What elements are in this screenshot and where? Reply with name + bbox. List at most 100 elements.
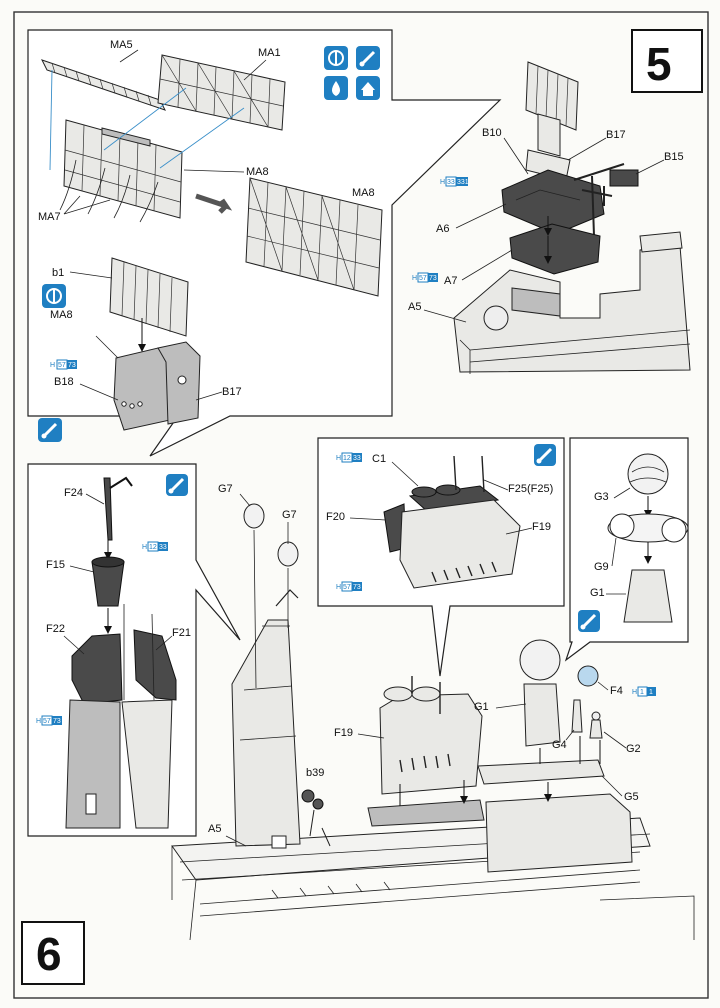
- step-5-main: B10 B17 B15 A6 A7 A5 H 33 331 H 57 73: [408, 61, 691, 374]
- glue-icon-f24: [166, 474, 188, 496]
- label-ma7: MA7: [38, 211, 61, 223]
- label-g7-b: G7: [282, 509, 297, 521]
- g7-b-part: [277, 541, 299, 567]
- page-border: [13, 11, 709, 999]
- label-a6: A6: [436, 223, 449, 235]
- superstructure-a5: [453, 231, 691, 374]
- svg-text:H: H: [50, 362, 55, 369]
- ma1-part: [157, 54, 286, 131]
- svg-text:57: 57: [58, 362, 66, 369]
- deckhouse-part: [485, 793, 633, 873]
- label-g5: G5: [624, 791, 639, 803]
- g9-part: [607, 513, 689, 543]
- label-b1: b1: [52, 267, 64, 279]
- svg-text:73: 73: [68, 362, 76, 369]
- label-ma8-a: MA8: [246, 166, 269, 178]
- f19-inset-part: [399, 499, 521, 589]
- svg-text:33: 33: [447, 179, 455, 186]
- label-g9: G9: [594, 561, 609, 573]
- label-g3: G3: [594, 491, 609, 503]
- label-b17-main: B17: [606, 129, 626, 141]
- g3-part: [627, 453, 669, 495]
- svg-text:331: 331: [457, 179, 469, 186]
- glue-icon: [356, 46, 380, 70]
- f22-part: [71, 633, 123, 705]
- paint-code-f15: H 12 33: [142, 541, 168, 552]
- svg-text:H: H: [36, 718, 41, 725]
- svg-text:H: H: [440, 179, 445, 186]
- mast-base-part: [65, 699, 173, 829]
- svg-text:73: 73: [53, 718, 61, 725]
- label-f21: F21: [172, 627, 191, 639]
- label-a7: A7: [444, 275, 457, 287]
- label-f19-main: F19: [334, 727, 353, 739]
- f15-part: [91, 556, 125, 607]
- label-b10: B10: [482, 127, 502, 139]
- svg-text:73: 73: [353, 584, 361, 591]
- glue-icon-g1: [578, 610, 600, 632]
- g1-inset-part: [623, 569, 673, 623]
- step-6-radome-inset: G3 G9 G1: [564, 437, 689, 662]
- g1-assembly: [519, 639, 561, 747]
- svg-text:1: 1: [649, 689, 653, 696]
- label-f19-inset: F19: [532, 521, 551, 533]
- label-g1-inset: G1: [590, 587, 605, 599]
- step-5-number: 5: [646, 38, 672, 90]
- c1-part: [408, 455, 500, 513]
- svg-text:57: 57: [343, 584, 351, 591]
- step-6-main: G7 G7 b39 A5 F19 G1 G4 G2 G5 F4 H 1 1: [171, 483, 695, 941]
- paint-code-f19: H 57 73: [336, 581, 362, 592]
- label-f25: F25(F25): [508, 483, 553, 495]
- f4-part: [577, 665, 599, 687]
- drop-icon: [324, 76, 348, 100]
- paint-code-mast-base: H 57 73: [36, 715, 62, 726]
- b17-part: [157, 341, 201, 425]
- step-5-inset: MA5 MA1 MA7 MA8 MA8 b1 MA8 B18 B17: [27, 29, 502, 457]
- label-ma1: MA1: [258, 47, 281, 59]
- label-f15: F15: [46, 559, 65, 571]
- b18-part: [113, 347, 171, 431]
- a7-part: [509, 223, 601, 275]
- svg-text:H: H: [336, 455, 341, 462]
- b15-part: [573, 163, 639, 237]
- f24-part: [103, 476, 133, 541]
- label-g4: G4: [552, 739, 567, 751]
- svg-text:H: H: [336, 584, 341, 591]
- label-ma5: MA5: [110, 39, 133, 51]
- f21-part: [133, 629, 177, 701]
- label-b17: B17: [222, 386, 242, 398]
- svg-text:33: 33: [159, 544, 167, 551]
- label-b15: B15: [664, 151, 684, 163]
- svg-text:H: H: [142, 544, 147, 551]
- radar-antenna: [525, 61, 579, 181]
- svg-text:57: 57: [419, 275, 427, 282]
- label-a5: A5: [408, 301, 421, 313]
- rotate-symmetric-icon: [324, 46, 348, 70]
- a6-part: [501, 169, 605, 235]
- label-g1-main: G1: [474, 701, 489, 713]
- label-f24: F24: [64, 487, 83, 499]
- label-ma8-b: MA8: [352, 187, 375, 199]
- funnel-f19: [367, 676, 485, 827]
- label-ma8-c: MA8: [50, 309, 73, 321]
- g4-part: [571, 699, 583, 733]
- mast-assembly: [231, 589, 301, 849]
- step-6-funnel-inset: C1 F25(F25) F20 F19 H 12 33 H 57 73: [317, 437, 565, 677]
- label-b18: B18: [54, 376, 74, 388]
- paint-code-b10: H 33 331: [440, 176, 469, 187]
- label-f22: F22: [46, 623, 65, 635]
- svg-text:12: 12: [343, 455, 351, 462]
- label-c1: C1: [372, 453, 386, 465]
- step-5-number-box: 5: [631, 29, 703, 93]
- b39-part: [301, 789, 331, 847]
- svg-text:H: H: [632, 689, 637, 696]
- svg-text:H: H: [412, 275, 417, 282]
- glue-icon-c1: [534, 444, 556, 466]
- label-f4: F4: [610, 685, 623, 697]
- step-6-number-box: 6: [21, 921, 85, 985]
- svg-text:73: 73: [429, 275, 437, 282]
- paint-code-f4: H 1 1: [632, 686, 656, 697]
- ma5-part: [41, 59, 166, 111]
- b1-part: [109, 257, 189, 337]
